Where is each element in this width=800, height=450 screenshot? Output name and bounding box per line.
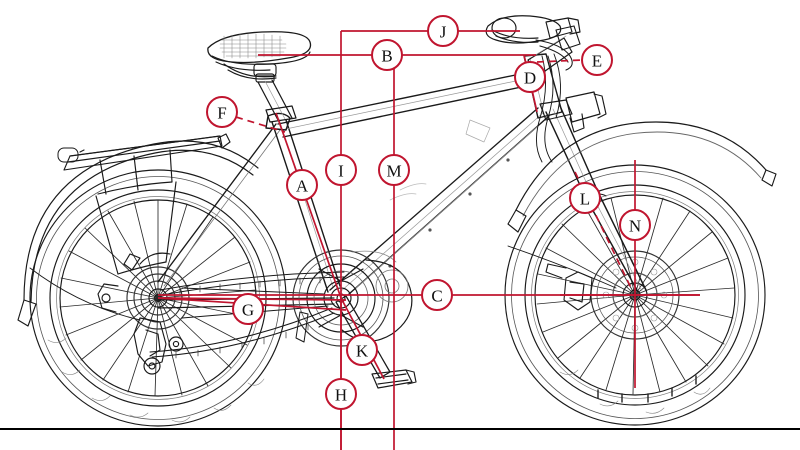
callout-k-label: K — [356, 342, 369, 361]
measure-line-f — [235, 116, 286, 133]
rear-fender-rack — [17, 123, 281, 327]
callout-n[interactable]: N — [619, 209, 651, 241]
callout-h-label: H — [335, 386, 347, 405]
callout-e-label: E — [592, 52, 602, 71]
callout-i-label: I — [338, 162, 344, 181]
measure-line-a — [275, 112, 342, 299]
callout-a[interactable]: A — [286, 169, 318, 201]
callout-g[interactable]: G — [232, 293, 264, 325]
callout-m-label: M — [386, 162, 401, 181]
callout-b-label: B — [381, 47, 392, 66]
callout-k[interactable]: K — [346, 334, 378, 366]
callout-l-label: L — [580, 190, 590, 209]
callout-l[interactable]: L — [569, 182, 601, 214]
measure-line-e — [536, 59, 583, 63]
measurement-lines — [157, 30, 700, 450]
saddle-texture — [219, 33, 287, 59]
callout-a-label: A — [296, 177, 309, 196]
callout-j[interactable]: J — [427, 15, 459, 47]
callout-e[interactable]: E — [581, 44, 613, 76]
frame — [157, 53, 563, 319]
callout-i[interactable]: I — [325, 154, 357, 186]
bicycle-line-art — [17, 15, 777, 427]
kickstand — [295, 311, 309, 343]
callout-f[interactable]: F — [206, 96, 238, 128]
callout-j-label: J — [440, 23, 447, 42]
saddle-assembly — [207, 31, 312, 123]
callout-g-label: G — [242, 301, 254, 320]
callout-d[interactable]: D — [514, 61, 546, 93]
callout-c-label: C — [431, 287, 442, 306]
callout-b[interactable]: B — [371, 39, 403, 71]
callout-m[interactable]: M — [378, 154, 410, 186]
callout-n-label: N — [629, 217, 641, 236]
callout-c[interactable]: C — [421, 279, 453, 311]
measurement-lines-dashed — [235, 59, 633, 291]
measure-line-l — [574, 171, 633, 291]
callout-h[interactable]: H — [325, 378, 357, 410]
callout-group: A B C D E F G H — [206, 15, 651, 410]
callout-f-label: F — [217, 104, 226, 123]
callout-d-label: D — [524, 69, 536, 88]
